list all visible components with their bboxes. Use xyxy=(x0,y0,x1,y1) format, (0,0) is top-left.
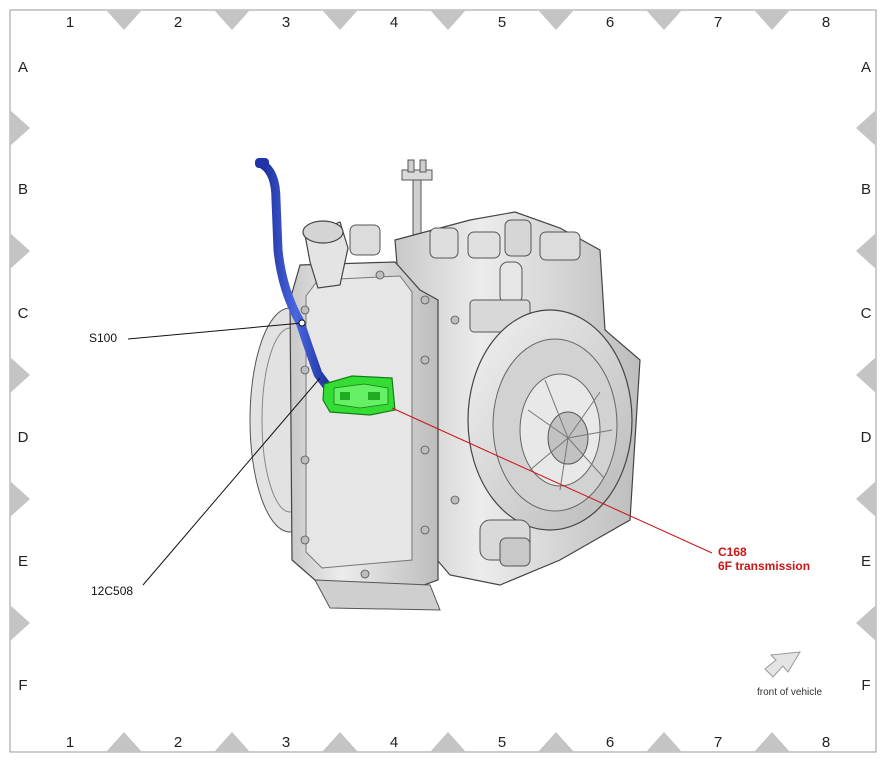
grid-column-label: 6 xyxy=(606,734,614,751)
grid-row-label: C xyxy=(861,305,872,322)
grid-column-label: 8 xyxy=(822,734,830,751)
grid-marker xyxy=(646,10,682,30)
callout-s100: S100 xyxy=(89,331,117,345)
grid-marker xyxy=(856,357,876,393)
splice-marker xyxy=(298,319,306,327)
grid-marker xyxy=(214,732,250,752)
grid-marker xyxy=(856,481,876,517)
grid-column-label: 2 xyxy=(174,734,182,751)
grid-marker xyxy=(10,481,30,517)
grid-marker xyxy=(10,605,30,641)
grid-column-label: 2 xyxy=(174,14,182,31)
wiring-harness xyxy=(257,159,335,395)
grid-column-label: 1 xyxy=(66,734,74,751)
grid-column-label: 5 xyxy=(498,14,506,31)
grid-marker xyxy=(430,10,466,30)
grid-marker xyxy=(754,732,790,752)
grid-marker xyxy=(10,233,30,269)
connector-c168[interactable] xyxy=(322,375,396,416)
grid-column-label: 3 xyxy=(282,734,290,751)
grid-marker xyxy=(538,732,574,752)
grid-marker xyxy=(10,110,30,146)
callout-c168-id: C168 xyxy=(718,545,747,559)
front-of-vehicle-label: front of vehicle xyxy=(757,687,822,698)
grid-column-label: 4 xyxy=(390,734,398,751)
front-of-vehicle-indicator: front of vehicle xyxy=(757,651,822,698)
grid-column-label: 7 xyxy=(714,734,722,751)
grid-marker xyxy=(856,605,876,641)
grid-row-label: F xyxy=(861,677,870,694)
grid-marker xyxy=(10,357,30,393)
grid-column-label: 5 xyxy=(498,734,506,751)
grid-row-label: E xyxy=(18,553,28,570)
grid-column-label: 3 xyxy=(282,14,290,31)
grid-column-label: 7 xyxy=(714,14,722,31)
grid-marker xyxy=(322,732,358,752)
grid-row-label: A xyxy=(861,59,871,76)
grid-marker xyxy=(856,233,876,269)
leader-s100 xyxy=(127,322,303,340)
grid-marker xyxy=(106,10,142,30)
grid-column-label: 6 xyxy=(606,14,614,31)
grid-marker xyxy=(322,10,358,30)
grid-row-label: B xyxy=(18,181,28,198)
grid-column-label: 4 xyxy=(390,14,398,31)
grid-marker xyxy=(430,732,466,752)
transmission-illustration xyxy=(249,159,641,611)
arrow-icon xyxy=(764,651,801,678)
grid-marker xyxy=(538,10,574,30)
grid-row-label: D xyxy=(18,429,29,446)
grid-row-label: E xyxy=(861,553,871,570)
grid-row-label: A xyxy=(18,59,28,76)
grid-row-label: C xyxy=(18,305,29,322)
leader-12c508 xyxy=(142,377,321,586)
grid-row-label: B xyxy=(861,181,871,198)
grid-row-label: F xyxy=(18,677,27,694)
grid-markers xyxy=(10,10,876,752)
grid-marker xyxy=(646,732,682,752)
grid-marker xyxy=(856,110,876,146)
grid-column-label: 1 xyxy=(66,14,74,31)
grid-marker xyxy=(214,10,250,30)
grid-marker xyxy=(754,10,790,30)
callout-c168-desc: 6F transmission xyxy=(718,559,810,573)
leader-c168 xyxy=(391,407,713,554)
callout-12c508: 12C508 xyxy=(91,584,133,598)
grid-row-label: D xyxy=(861,429,872,446)
grid-column-label: 8 xyxy=(822,14,830,31)
grid-marker xyxy=(106,732,142,752)
